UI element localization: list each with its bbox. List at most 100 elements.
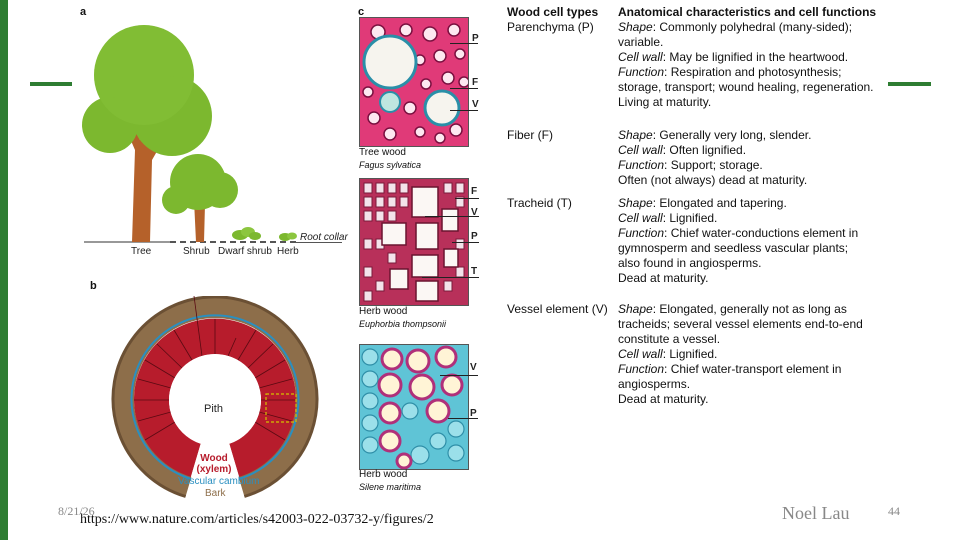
description-line: also found in angiosperms. [618,256,858,271]
description-line: constitute a vessel. [618,332,863,347]
description-line-text: : May be lignified in the heartwood. [662,50,849,64]
description-line-label: Function [618,362,665,376]
description-line-text: storage, transport; wound healing, regen… [618,80,874,94]
micro2-marker-v [425,216,479,217]
description-line-text: : Generally very long, slender. [652,128,812,142]
wood-label: Wood (xylem) [196,453,232,475]
description-line-text: also found in angiosperms. [618,256,762,270]
micrograph-3-caption: Herb wood Silene maritima [359,469,421,493]
description-line-label: Function [618,226,665,240]
description-line-text: : Lignified. [662,347,718,361]
description-line-label: Cell wall [618,143,663,157]
description-line: Function: Chief water-transport element … [618,362,863,377]
table-row: Vessel element (V) Shape: Elongated, gene… [507,302,917,407]
table-header-type: Wood cell types [507,5,599,19]
micro1-marker-p [450,43,478,44]
micrograph-euphorbia-thompsonii [359,178,469,306]
description-line-label: Cell wall [618,211,663,225]
left-accent-line [30,82,72,86]
micro3-marker-v [440,375,478,376]
micro2-marker-p [452,242,479,243]
plant-habit-illustration [82,25,298,243]
description-line-label: Shape [618,196,653,210]
description-line: Dead at maturity. [618,392,863,407]
cell-type-name: Vessel element (V) [507,302,608,316]
micrograph-2-caption: Herb wood Euphorbia thompsonii [359,306,446,330]
cell-type-description: Shape: Elongated, generally not as long … [618,302,863,407]
root-collar-label: Root collar [300,232,348,243]
cell-type-name: Parenchyma (P) [507,20,594,34]
micrograph-3-title: Herb wood [359,469,408,480]
description-line: Cell wall: Lignified. [618,211,858,226]
description-line-text: : Support; storage. [664,158,763,172]
description-line: Function: Chief water-conductions elemen… [618,226,858,241]
description-line: Function: Support; storage. [618,158,811,173]
description-line: storage, transport; wound healing, regen… [618,80,874,95]
description-line-label: Function [618,65,665,79]
description-line-text: : Often lignified. [662,143,747,157]
xylem-label-text: (xylem) [196,464,232,475]
description-line-text: Often (not always) dead at maturity. [618,173,808,187]
description-line-text: tracheids; several vessel elements end-t… [618,317,863,331]
table-row: Parenchyma (P) Shape: Commonly polyhedral… [507,20,917,110]
vascular-cambium-label: Vascular cambium [178,476,260,487]
description-line: Cell wall: May be lignified in the heart… [618,50,874,65]
left-accent-bar [0,0,8,540]
description-line: Living at maturity. [618,95,874,110]
micro1-marker-f-label: F [472,77,479,88]
micro3-marker-v-label: V [470,362,477,373]
description-line-text: : Elongated, generally not as long as [652,302,847,316]
description-line-text: : Elongated and tapering. [652,196,787,210]
description-line: Dead at maturity. [618,271,858,286]
micrograph-2-title: Herb wood [359,306,408,317]
micro2-marker-f [455,198,479,199]
description-line-text: Living at maturity. [618,95,712,109]
panel-label-b: b [90,280,97,292]
micro2-marker-v-label: V [471,207,478,218]
micro3-marker-p-label: P [470,408,477,419]
footer-author: Noel Lau [782,503,850,523]
table-header-desc: Anatomical characteristics and cell func… [618,5,877,19]
panel-label-c: c [358,6,365,18]
description-line-text: : Commonly polyhedral (many-sided); [652,20,853,34]
right-accent-line [888,82,931,86]
micrograph-1-caption: Tree wood Fagus sylvatica [359,147,421,171]
cell-type-table: Wood cell types Anatomical characteristi… [507,5,917,406]
stem-cross-section-illustration [111,296,319,498]
panel-label-a: a [80,6,87,18]
micrograph-1-species: Fagus sylvatica [359,160,422,170]
description-line-label: Cell wall [618,347,663,361]
micro1-marker-f [450,88,478,89]
micrograph-3-species: Silene maritima [359,482,422,492]
description-line: Shape: Elongated, generally not as long … [618,302,863,317]
description-line-text: Dead at maturity. [618,392,709,406]
description-line-text: gymnosperm and seedless vascular plants; [618,241,849,255]
micro1-marker-v [450,110,478,111]
description-line: Shape: Commonly polyhedral (many-sided); [618,20,874,35]
root-collar-pointer [292,242,342,243]
micro2-marker-t-label: T [471,266,478,277]
description-line-text: constitute a vessel. [618,332,721,346]
bark-label: Bark [205,488,226,499]
description-line-text: variable. [618,35,664,49]
habit-label-herb: Herb [277,246,299,257]
description-line-label: Shape [618,20,653,34]
table-header: Wood cell types Anatomical characteristi… [507,5,917,20]
micro2-marker-t [422,277,479,278]
description-line: angiosperms. [618,377,863,392]
table-row: Fiber (F)Shape: Generally very long, sle… [507,128,917,188]
cell-type-description: Shape: Commonly polyhedral (many-sided);… [618,20,874,110]
description-line-text: Dead at maturity. [618,271,709,285]
description-line-label: Cell wall [618,50,663,64]
description-line: gymnosperm and seedless vascular plants; [618,241,858,256]
wood-label-text: Wood [200,453,228,464]
source-url: https://www.nature.com/articles/s42003-0… [80,512,434,527]
cell-type-description: Shape: Generally very long, slender.Cell… [618,128,811,188]
micro3-marker-p [448,418,478,419]
micrograph-1-title: Tree wood [359,147,406,158]
micro2-marker-p-label: P [471,231,478,242]
description-line-label: Shape [618,302,653,316]
description-line-text: : Chief water-conductions element in [664,226,859,240]
description-line-label: Function [618,158,665,172]
description-line-label: Shape [618,128,653,142]
